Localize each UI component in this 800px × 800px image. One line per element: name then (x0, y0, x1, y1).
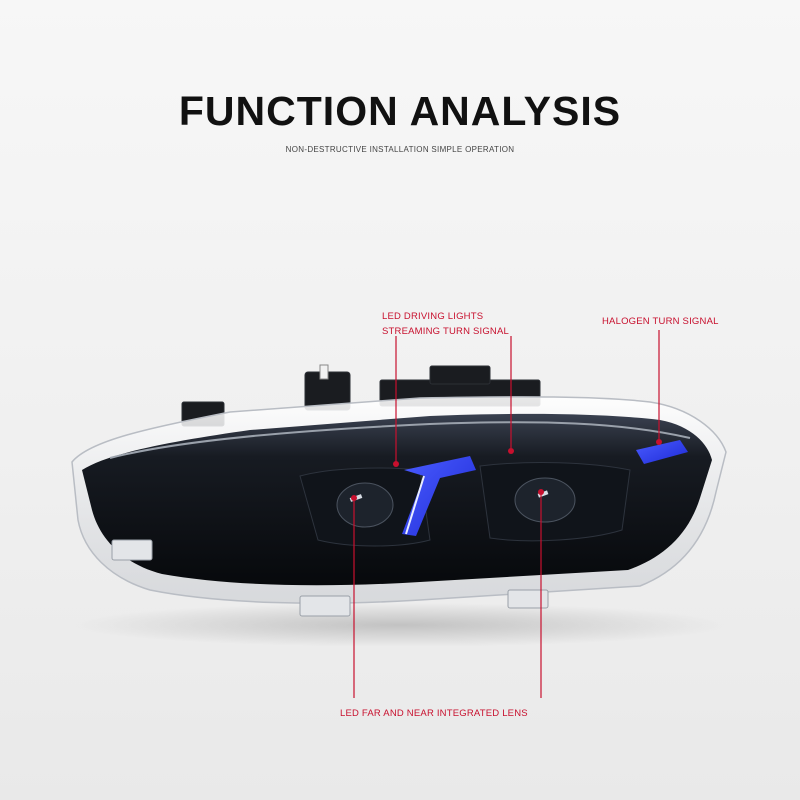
callout-halogen-turn-signal: HALOGEN TURN SIGNAL (602, 316, 719, 327)
callout-lines (353, 330, 660, 698)
right-turn-accent (636, 440, 688, 464)
left-led-white-trim (405, 475, 425, 535)
callout-dots (351, 439, 662, 501)
left-led-accent (402, 456, 476, 536)
callout-led-lens: LED FAR AND NEAR INTEGRATED LENS (340, 708, 528, 719)
streaming-turn-label: STREAMING TURN SIGNAL (382, 326, 510, 337)
chrome-bezel (109, 421, 691, 459)
lower-brackets (111, 539, 549, 617)
led-driving-label: LED DRIVING LIGHTS (382, 311, 484, 322)
page-subtitle: NON-DESTRUCTIVE INSTALLATION SIMPLE OPER… (285, 145, 515, 154)
projector-lenses (336, 477, 576, 528)
floor-shadow (70, 603, 730, 647)
callout-led-driving-lights: LED DRIVING LIGHTS STREAMING TURN SIGNAL (382, 309, 509, 339)
page-title: FUNCTION ANALYSIS (178, 88, 622, 134)
